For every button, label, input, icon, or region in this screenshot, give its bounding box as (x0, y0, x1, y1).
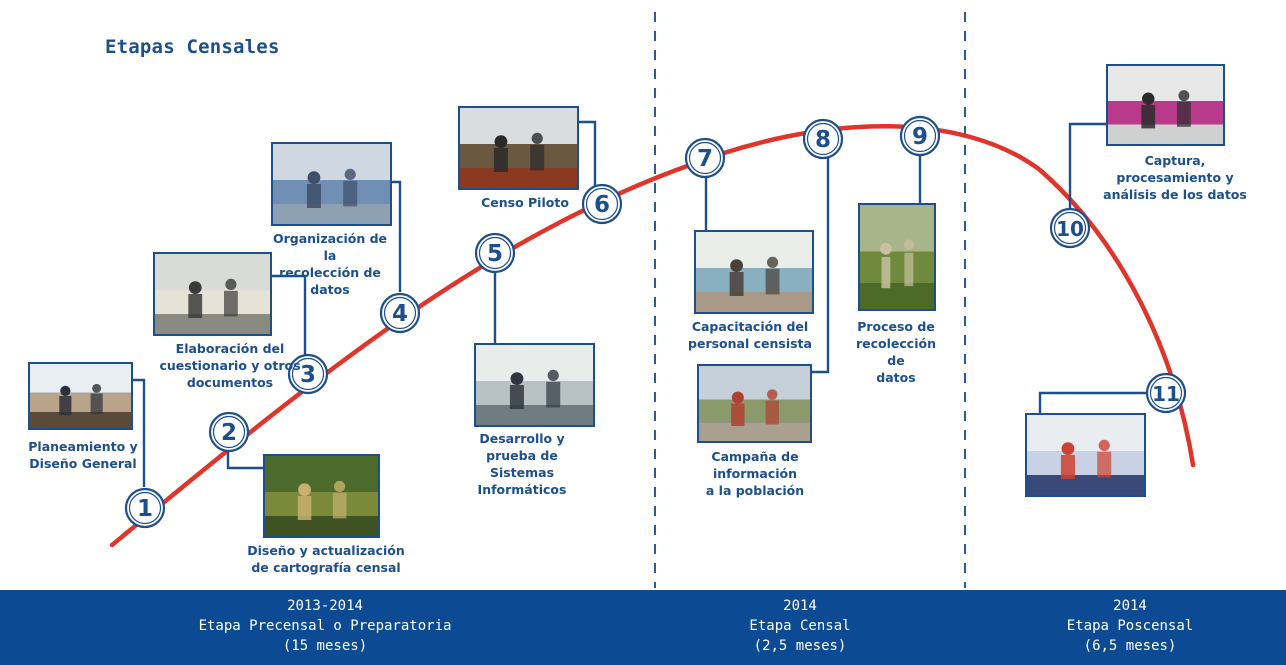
step-number-badge-10: 10 (1049, 207, 1091, 249)
step-number-badge-7: 7 (684, 137, 726, 179)
scanner-photo-icon (1106, 64, 1225, 146)
connector-6 (577, 120, 597, 186)
step-label-8: Campaña de información a la población (705, 449, 805, 498)
period-duration: (2,5 meses) (753, 638, 847, 654)
step-number: 5 (487, 241, 503, 267)
step-number-badge-6: 6 (581, 183, 623, 225)
step-number: 8 (815, 127, 831, 153)
timeline-graphic: 1 2 3 4 5 6 7 8 9 10 11 (28, 12, 1225, 588)
field-survey-photo-icon (263, 454, 380, 538)
step-number-badge-3: 3 (287, 353, 329, 395)
step-number-badge-2: 2 (208, 411, 250, 453)
step-number: 3 (300, 362, 316, 388)
connector-10 (1068, 122, 1108, 208)
connector-4 (390, 180, 402, 292)
step-number-badge-4: 4 (379, 292, 421, 334)
meeting-photo-icon (28, 362, 133, 430)
billboard-photo-icon (697, 364, 812, 443)
step-number: 11 (1152, 382, 1180, 406)
page-title: Etapas Censales (105, 36, 280, 58)
period-precensal: 2013-2014 Etapa Precensal o Preparatoria… (190, 596, 460, 656)
period-years: 2014 (783, 598, 817, 614)
step-label-6: Censo Piloto (481, 195, 569, 210)
enumerator-photo-icon (858, 203, 936, 311)
step-number: 10 (1056, 217, 1084, 241)
office-photo-icon (153, 252, 272, 336)
step-label-4: Organización de la recolección de datos (272, 231, 388, 297)
period-poscensal: 2014 Etapa Poscensal (6,5 meses) (1050, 596, 1210, 656)
classroom-photo-icon (271, 142, 392, 226)
step-number-badge-9: 9 (899, 115, 941, 157)
step-label-2: Diseño y actualización de cartografía ce… (247, 543, 405, 575)
step-label-1: Planeamiento y Diseño General (28, 439, 138, 471)
step-label-9: Proceso de recolección de datos (856, 319, 936, 385)
step-label-7: Capacitación del personal censista (688, 319, 812, 351)
step-label-5: Desarrollo y prueba de Sistemas Informát… (477, 431, 567, 497)
step-number: 1 (137, 496, 153, 522)
step-number: 2 (221, 420, 237, 446)
step-label-10: Captura, procesamiento y análisis de los… (1103, 153, 1247, 202)
training-photo-icon (694, 230, 814, 314)
period-duration: (6,5 meses) (1083, 638, 1177, 654)
connector-1 (131, 378, 146, 487)
period-censal: 2014 Etapa Censal (2,5 meses) (720, 596, 880, 656)
stages-footer-band (0, 590, 1286, 665)
step-number-badge-1: 1 (124, 487, 166, 529)
step-number: 4 (392, 301, 408, 327)
step-number: 9 (912, 124, 928, 150)
connector-2 (226, 450, 265, 470)
period-name: Etapa Precensal o Preparatoria (198, 618, 452, 634)
tractor-photo-icon (458, 106, 579, 190)
connector-11 (1038, 391, 1148, 415)
step-number: 7 (697, 146, 713, 172)
period-years: 2013-2014 (287, 598, 363, 614)
connector-8 (810, 156, 830, 374)
step-number-badge-8: 8 (802, 118, 844, 160)
connector-3 (270, 274, 307, 355)
period-years: 2014 (1113, 598, 1147, 614)
step-number: 6 (594, 192, 610, 218)
computer-room-photo-icon (474, 343, 595, 427)
period-duration: (15 meses) (282, 638, 368, 654)
step-label-3: Elaboración del cuestionario y otros doc… (159, 341, 301, 390)
period-name: Etapa Poscensal (1066, 618, 1194, 634)
step-number-badge-5: 5 (474, 232, 516, 274)
press-conference-photo-icon (1025, 413, 1146, 497)
step-number-badge-11: 11 (1145, 372, 1187, 414)
period-name: Etapa Censal (749, 618, 851, 634)
